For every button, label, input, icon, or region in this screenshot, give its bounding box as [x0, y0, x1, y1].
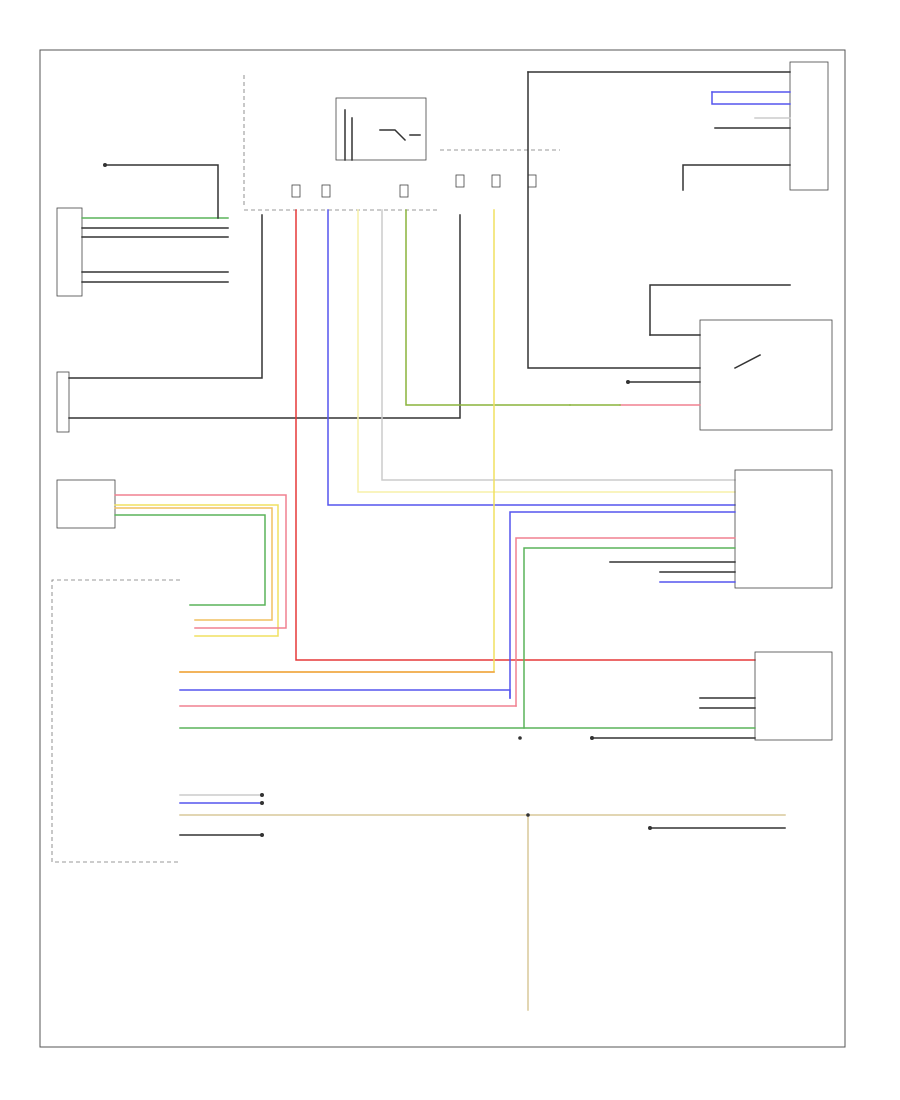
- ecm-box: [734, 469, 833, 589]
- fuse-row: [291, 174, 537, 198]
- fuse-6: [527, 174, 537, 188]
- bcm-dot-3: [260, 833, 264, 837]
- ignition-switch-box: [56, 207, 83, 297]
- yellow-feed-wire: [179, 209, 495, 673]
- ss-orange-wire: [114, 507, 273, 621]
- fuse-1: [291, 184, 301, 198]
- diagram-frame: [39, 49, 846, 1048]
- ss-pink-wire: [114, 494, 287, 629]
- fuse-2: [321, 184, 331, 198]
- ecm-blue-wire: [509, 511, 736, 699]
- splice-dot-1: [526, 813, 530, 817]
- relay-switch-arm: [379, 129, 407, 142]
- fuse-3: [399, 184, 409, 198]
- lightyellow-feed-wire: [357, 209, 736, 493]
- bcm-blue-wire: [179, 689, 511, 699]
- tcm-ground-dot: [590, 736, 594, 740]
- battery-ground-wire: [682, 164, 791, 191]
- power-relay-wire-1: [68, 214, 263, 379]
- ign-feed-wire: [104, 164, 219, 219]
- starter-relay-box: [335, 97, 427, 161]
- battery-box: [789, 61, 829, 191]
- start-stop-switch-box: [56, 479, 116, 529]
- battery-main-feed: [527, 71, 701, 369]
- starter-feed-wire: [649, 284, 791, 336]
- ecm-pink-wire: [515, 537, 736, 707]
- starter-switch-arm: [733, 353, 762, 370]
- fuse-5: [491, 174, 501, 188]
- power-relay-wire-2: [68, 214, 461, 419]
- bcm-dot-1: [260, 793, 264, 797]
- ss-yellow-wire: [114, 504, 279, 637]
- ign-feed-dot: [103, 163, 107, 167]
- ecm-green-wire: [523, 547, 736, 729]
- tcm-box: [754, 651, 833, 741]
- splice-dot-2: [518, 736, 522, 740]
- bcm-dot-2: [260, 801, 264, 805]
- module-right-dot: [648, 826, 652, 830]
- olive-feed-wire: [405, 209, 571, 406]
- red-feed-wire: [295, 209, 756, 661]
- starter-motor-box: [699, 319, 833, 431]
- bcm-border: [51, 579, 180, 863]
- white-feed-wire: [381, 209, 736, 481]
- blue-feed-wire: [327, 209, 736, 506]
- ss-green-wire: [114, 514, 266, 606]
- power-relay-box: [56, 371, 70, 433]
- starter-ground-dot: [626, 380, 630, 384]
- fuse-4: [455, 174, 465, 188]
- battery-sense-blue: [711, 91, 791, 105]
